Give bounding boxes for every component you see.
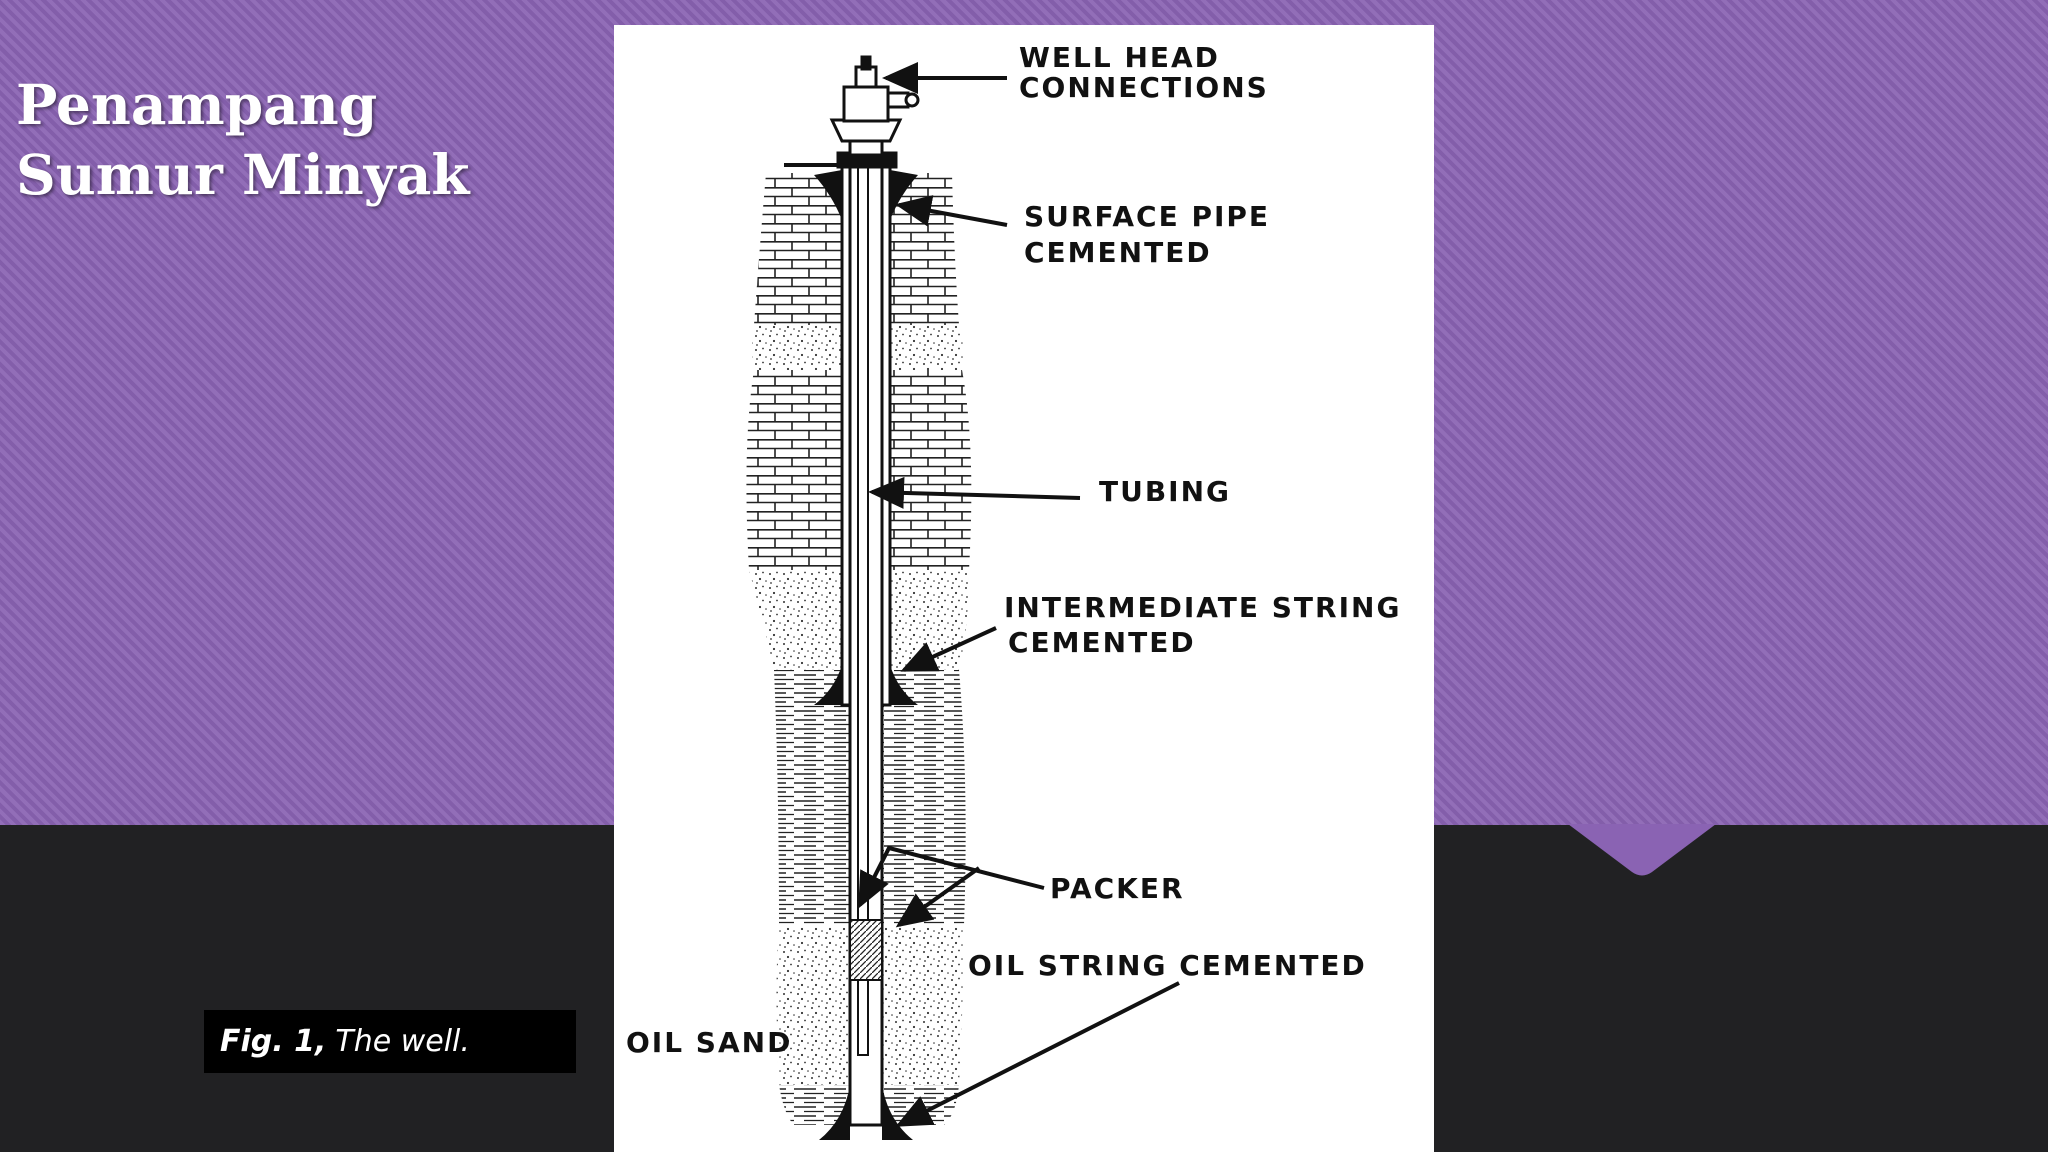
label-surface-cemented: CEMENTED — [1024, 236, 1212, 269]
slide-title: Penampang Sumur Minyak — [16, 70, 576, 210]
well-head-assembly — [829, 55, 920, 169]
cement-shoes — [814, 170, 918, 1140]
label-oil-sand: OIL SAND — [626, 1026, 792, 1059]
pointer-arrows — [858, 62, 1180, 1127]
slide-title-line-2: Sumur Minyak — [16, 142, 470, 207]
tubing-arrow-icon — [868, 476, 1081, 509]
label-tubing: TUBING — [1099, 475, 1231, 508]
label-intermediate-cemented: CEMENTED — [1008, 626, 1196, 659]
packer — [849, 919, 883, 981]
header-notch — [1568, 824, 1716, 876]
figure-caption-text: The well. — [335, 1024, 470, 1059]
label-oil-string-cemented: OIL STRING CEMENTED — [968, 949, 1367, 982]
figure-caption-number: Fig. 1, — [220, 1024, 327, 1059]
label-packer: PACKER — [1050, 872, 1185, 905]
oil-string-arrow-icon — [895, 981, 1180, 1127]
well-diagram: WELL HEAD CONNECTIONS SURFACE PIPE CEMEN… — [626, 41, 1401, 1140]
packer-arrow-1-icon — [858, 845, 1045, 909]
slide-title-line-1: Penampang — [16, 72, 378, 137]
label-well-head: WELL HEAD — [1019, 41, 1220, 74]
surface-pipe-arrow-icon — [895, 195, 1008, 227]
intermediate-arrow-icon — [900, 626, 997, 672]
diagram-labels: WELL HEAD CONNECTIONS SURFACE PIPE CEMEN… — [626, 41, 1401, 1059]
label-connections: CONNECTIONS — [1019, 71, 1269, 104]
label-surface-pipe: SURFACE PIPE — [1024, 200, 1270, 233]
label-intermediate-string: INTERMEDIATE STRING — [1004, 591, 1401, 624]
figure-caption: Fig. 1, The well. — [204, 1010, 576, 1073]
packer-arrow-2-icon — [895, 866, 981, 928]
well-diagram-figure: WELL HEAD CONNECTIONS SURFACE PIPE CEMEN… — [614, 25, 1434, 1152]
